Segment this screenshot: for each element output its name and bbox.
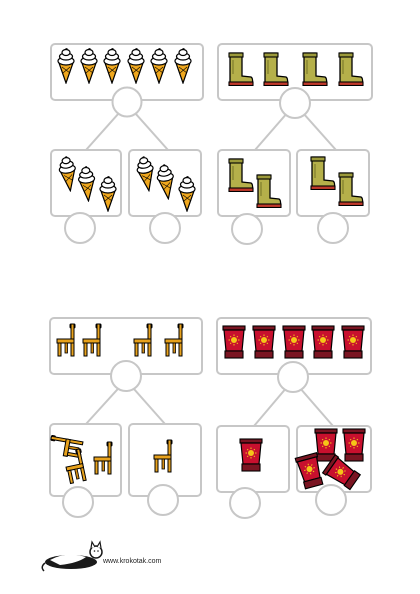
sunscreen-tube-icon bbox=[311, 325, 335, 359]
part-answer-circle-left[interactable] bbox=[229, 487, 261, 519]
part-box-left-items bbox=[239, 438, 263, 472]
part-answer-circle-right[interactable] bbox=[317, 212, 349, 244]
cat-logo-icon bbox=[41, 540, 103, 572]
sunscreen-tube-icon bbox=[239, 438, 263, 472]
sunscreen-tube-icon bbox=[282, 325, 306, 359]
number-bond-ice-cream bbox=[50, 43, 204, 244]
number-bond-boots bbox=[217, 43, 373, 245]
sunscreen-tube-icon bbox=[252, 325, 276, 359]
number-bond-sunscreen bbox=[216, 317, 372, 519]
part-answer-circle-right[interactable] bbox=[147, 484, 179, 516]
part-answer-circle-left[interactable] bbox=[231, 213, 263, 245]
whole-answer-circle[interactable] bbox=[111, 86, 143, 118]
sunscreen-tube-icon bbox=[341, 325, 365, 359]
sunscreen-tube-icon bbox=[222, 325, 246, 359]
number-bond-chairs bbox=[48, 317, 203, 518]
part-answer-circle-left[interactable] bbox=[64, 212, 96, 244]
whole-answer-circle[interactable] bbox=[110, 360, 142, 392]
part-answer-circle-right[interactable] bbox=[149, 212, 181, 244]
sunscreen-tube-icon bbox=[342, 428, 366, 462]
whole-answer-circle[interactable] bbox=[277, 361, 309, 393]
site-credit: www.krokotak.com bbox=[103, 558, 162, 565]
part-answer-circle-right[interactable] bbox=[315, 484, 347, 516]
part-answer-circle-left[interactable] bbox=[62, 486, 94, 518]
whole-answer-circle[interactable] bbox=[279, 87, 311, 119]
